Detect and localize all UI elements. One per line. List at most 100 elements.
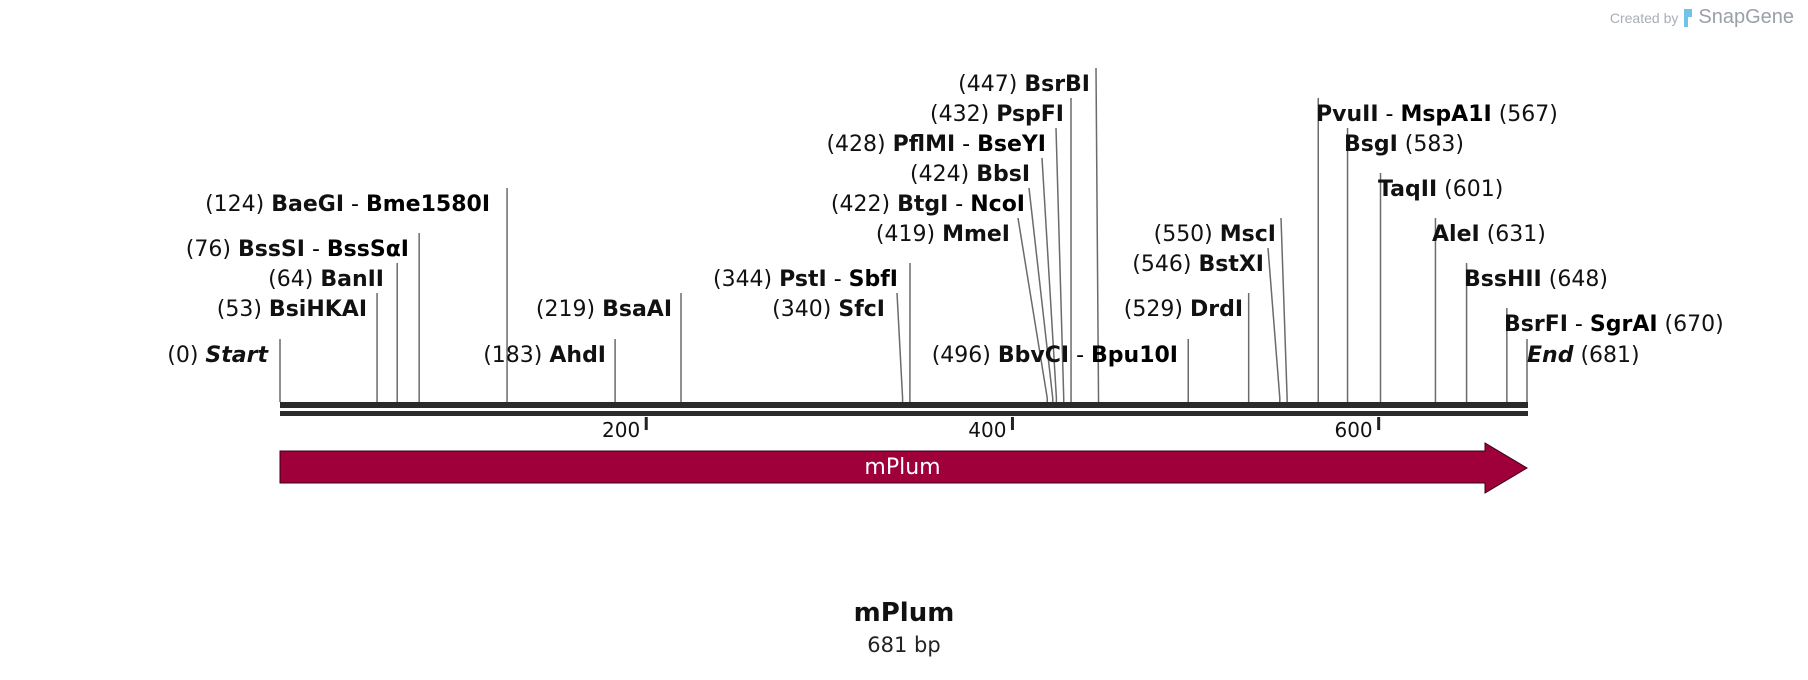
feature-mplum: mPlum xyxy=(279,442,1528,494)
site-line-pflmi xyxy=(1055,127,1065,402)
svg-text:AleI (631): AleI (631) xyxy=(1432,222,1546,247)
svg-text:(529) DrdI: (529) DrdI xyxy=(1124,297,1243,322)
site-label-bsrbi: (447) BsrBI xyxy=(958,72,1090,97)
svg-text:(422) BtgI - NcoI: (422) BtgI - NcoI xyxy=(831,192,1025,217)
ruler-tick xyxy=(1010,417,1014,430)
site-name: BtgI xyxy=(897,192,948,217)
site-label-banii: (64) BanII xyxy=(268,267,384,292)
site-label-msci: (550) MscI xyxy=(1154,222,1276,247)
site-name: AhdI xyxy=(549,343,606,368)
svg-text:(428) PflMI - BseYI: (428) PflMI - BseYI xyxy=(826,132,1046,157)
site-name: End xyxy=(1527,343,1574,368)
site-position: (648) xyxy=(1549,267,1608,292)
site-position: (219) xyxy=(536,297,595,322)
svg-text:(344) PstI - SbfI: (344) PstI - SbfI xyxy=(713,267,898,292)
site-position: (670) xyxy=(1665,312,1724,337)
svg-text:(0) Start: (0) Start xyxy=(167,343,269,368)
site-labels: (0) Start(53) BsiHKAI(64) BanII(76) BssS… xyxy=(167,72,1723,368)
svg-text:(219) BsaAI: (219) BsaAI xyxy=(536,297,672,322)
site-name: BbsI xyxy=(976,162,1030,187)
svg-text:BsgI (583): BsgI (583) xyxy=(1344,132,1464,157)
site-name: AleI xyxy=(1432,222,1480,247)
site-position: (601) xyxy=(1444,177,1503,202)
site-name-2: BssSαI xyxy=(327,237,409,262)
site-name: PstI xyxy=(779,267,827,292)
site-label-alei: AleI (631) xyxy=(1432,222,1546,247)
site-label-bsaai: (219) BsaAI xyxy=(536,297,672,322)
site-name-2: Bpu10I xyxy=(1091,343,1178,368)
site-position: (53) xyxy=(217,297,262,322)
site-position: (631) xyxy=(1487,222,1546,247)
site-name-separator: - xyxy=(1069,343,1091,368)
ruler-tick-label: 600 xyxy=(1334,418,1372,442)
site-label-bsrfi: BsrFI - SgrAI (670) xyxy=(1504,312,1724,337)
snapgene-logo-icon xyxy=(1682,8,1694,28)
site-name-2: NcoI xyxy=(970,192,1025,217)
site-line-mmei xyxy=(1017,217,1048,402)
site-position: (496) xyxy=(932,343,991,368)
svg-text:(419) MmeI: (419) MmeI xyxy=(876,222,1010,247)
dna-backbone xyxy=(280,402,1528,416)
ruler-tick xyxy=(644,417,648,430)
site-label-bsgi: BsgI (583) xyxy=(1344,132,1464,157)
svg-text:(183) AhdI: (183) AhdI xyxy=(483,343,606,368)
site-position: (0) xyxy=(167,343,198,368)
ruler-tick xyxy=(1377,417,1381,430)
site-line-bsrbi xyxy=(1095,67,1100,402)
site-name: BstXI xyxy=(1198,252,1264,277)
site-name: BaeGI xyxy=(271,192,344,217)
site-label-pspfi: (432) PspFI xyxy=(930,102,1064,127)
site-label-taqii: TaqII (601) xyxy=(1378,177,1503,202)
site-name: BsgI xyxy=(1344,132,1398,157)
site-label-start: (0) Start xyxy=(167,343,269,368)
site-name: SfcI xyxy=(838,297,885,322)
site-position: (550) xyxy=(1154,222,1213,247)
svg-text:(546) BstXI: (546) BstXI xyxy=(1132,252,1264,277)
site-name-separator: - xyxy=(1379,102,1401,127)
svg-text:BssHII (648): BssHII (648) xyxy=(1464,267,1608,292)
site-name: BsrFI xyxy=(1504,312,1568,337)
site-position: (567) xyxy=(1499,102,1558,127)
site-label-mmei: (419) MmeI xyxy=(876,222,1010,247)
site-position: (546) xyxy=(1132,252,1191,277)
sequence-title: mPlum xyxy=(853,598,955,628)
site-name: PspFI xyxy=(996,102,1064,127)
ruler: 200 400 600 xyxy=(602,417,1381,442)
sequence-map: 200 400 600 mPlum (0) Start (53) BsiHKAI (64… xyxy=(167,67,1724,494)
site-line-msci xyxy=(1280,217,1288,402)
ruler-tick-label: 400 xyxy=(968,418,1006,442)
site-position: (422) xyxy=(831,192,890,217)
site-position: (583) xyxy=(1405,132,1464,157)
feature-arrow xyxy=(279,442,1528,494)
site-label-pflmi: (428) PflMI - BseYI xyxy=(826,132,1046,157)
site-name: TaqII xyxy=(1378,177,1437,202)
site-name-separator: - xyxy=(955,132,977,157)
site-position: (428) xyxy=(826,132,885,157)
site-label-sfci: (340) SfcI xyxy=(772,297,885,322)
site-position: (124) xyxy=(205,192,264,217)
site-position: (340) xyxy=(772,297,831,322)
site-name-2: Bme1580I xyxy=(366,192,490,217)
site-line-bbsi xyxy=(1041,157,1058,402)
ruler-tick-label: 200 xyxy=(602,418,640,442)
feature-label: mPlum xyxy=(864,455,940,480)
site-label-ahdi: (183) AhdI xyxy=(483,343,606,368)
site-position: (424) xyxy=(910,162,969,187)
svg-text:BsrFI - SgrAI (670): BsrFI - SgrAI (670) xyxy=(1504,312,1724,337)
site-name-separator: - xyxy=(948,192,970,217)
site-position: (419) xyxy=(876,222,935,247)
site-name-2: BseYI xyxy=(977,132,1046,157)
site-line-sfci xyxy=(896,292,904,402)
svg-text:(550) MscI: (550) MscI xyxy=(1154,222,1276,247)
site-label-psti: (344) PstI - SbfI xyxy=(713,267,898,292)
site-label-baegi: (124) BaeGI - Bme1580I xyxy=(205,192,490,217)
site-label-bsihkai: (53) BsiHKAI xyxy=(217,297,367,322)
site-line-bstxi xyxy=(1267,247,1281,402)
svg-text:End (681): End (681) xyxy=(1527,343,1640,368)
sequence-length: 681 bp xyxy=(867,633,941,657)
site-label-pvuii: PvuII - MspA1I (567) xyxy=(1316,102,1558,127)
backbone-bottom-strand xyxy=(280,411,1528,416)
site-position: (681) xyxy=(1580,343,1639,368)
site-name: BanII xyxy=(320,267,384,292)
site-name-separator: - xyxy=(1568,312,1590,337)
